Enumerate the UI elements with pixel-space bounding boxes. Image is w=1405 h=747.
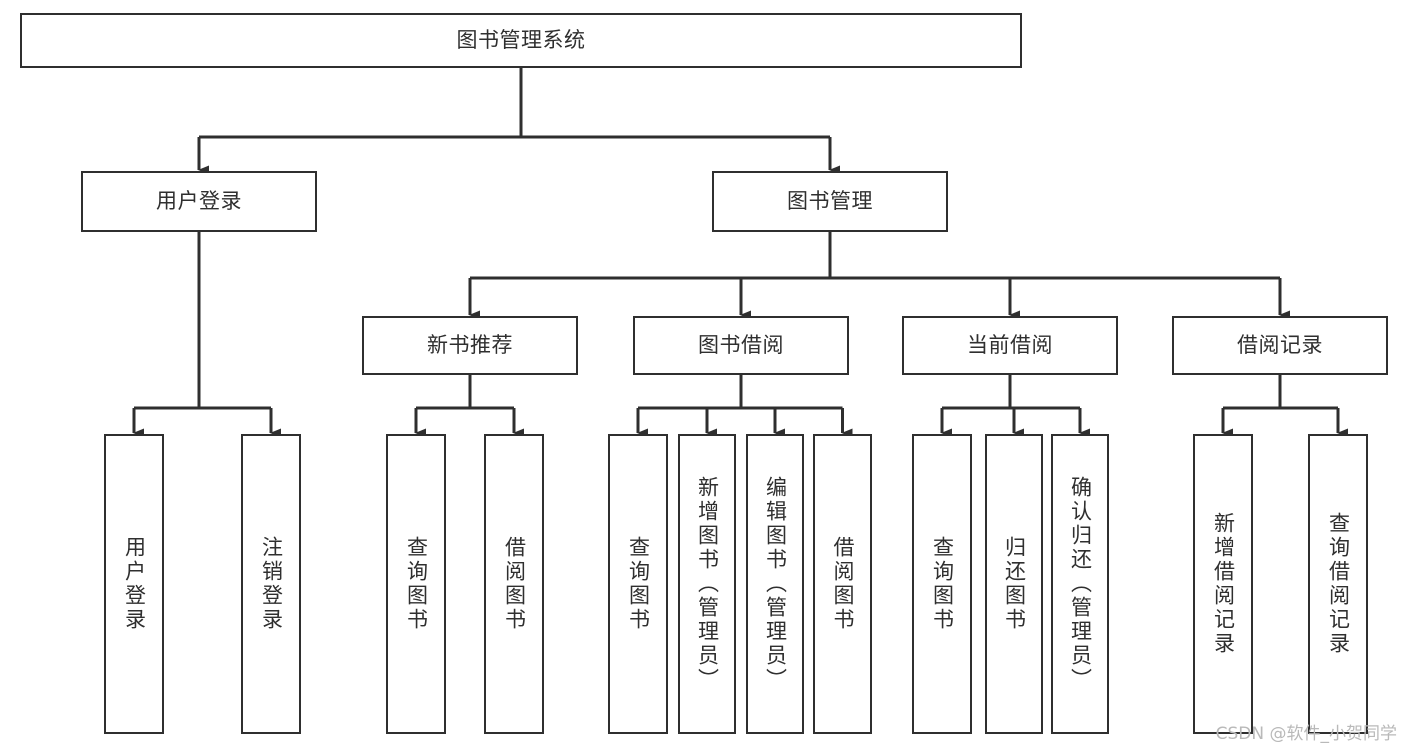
node-label-leaf_0: 用户登录 bbox=[122, 536, 147, 632]
node-leaf_9[interactable]: 归还图书 bbox=[985, 434, 1043, 734]
node-leaf_11[interactable]: 新增借阅记录 bbox=[1193, 434, 1253, 734]
node-leaf_1[interactable]: 注销登录 bbox=[241, 434, 301, 734]
node-label-l3_2: 当前借阅 bbox=[967, 332, 1053, 357]
node-label-leaf_3: 借阅图书 bbox=[502, 536, 527, 632]
node-label-l3_0: 新书推荐 bbox=[427, 332, 513, 357]
node-leaf_6[interactable]: 编辑图书（管理员） bbox=[746, 434, 804, 734]
node-label-leaf_7: 借阅图书 bbox=[831, 536, 855, 632]
node-leaf_7[interactable]: 借阅图书 bbox=[813, 434, 872, 734]
node-root[interactable]: 图书管理系统 bbox=[20, 13, 1022, 68]
node-leaf_10[interactable]: 确认归还（管理员） bbox=[1051, 434, 1109, 734]
node-leaf_4[interactable]: 查询图书 bbox=[608, 434, 668, 734]
node-label-leaf_9: 归还图书 bbox=[1002, 536, 1027, 632]
node-l3_0[interactable]: 新书推荐 bbox=[362, 316, 578, 375]
node-label-l3_1: 图书借阅 bbox=[698, 332, 784, 357]
node-label-leaf_2: 查询图书 bbox=[404, 536, 429, 632]
node-label-l3_3: 借阅记录 bbox=[1237, 332, 1323, 357]
node-leaf_5[interactable]: 新增图书（管理员） bbox=[678, 434, 736, 734]
node-label-leaf_5: 新增图书（管理员） bbox=[695, 476, 720, 692]
node-l2_1[interactable]: 图书管理 bbox=[712, 171, 948, 232]
node-label-leaf_11: 新增借阅记录 bbox=[1211, 512, 1236, 656]
node-label-leaf_8: 查询图书 bbox=[930, 536, 955, 632]
node-l3_2[interactable]: 当前借阅 bbox=[902, 316, 1118, 375]
node-leaf_0[interactable]: 用户登录 bbox=[104, 434, 164, 734]
node-label-leaf_1: 注销登录 bbox=[259, 536, 284, 632]
node-l3_3[interactable]: 借阅记录 bbox=[1172, 316, 1388, 375]
node-leaf_8[interactable]: 查询图书 bbox=[912, 434, 972, 734]
node-label-leaf_10: 确认归还（管理员） bbox=[1068, 476, 1093, 692]
node-label-root: 图书管理系统 bbox=[456, 27, 586, 52]
node-l2_0[interactable]: 用户登录 bbox=[81, 171, 317, 232]
node-leaf_2[interactable]: 查询图书 bbox=[386, 434, 446, 734]
node-leaf_12[interactable]: 查询借阅记录 bbox=[1308, 434, 1368, 734]
node-label-l2_1: 图书管理 bbox=[787, 188, 873, 213]
node-l3_1[interactable]: 图书借阅 bbox=[633, 316, 849, 375]
node-label-l2_0: 用户登录 bbox=[156, 188, 242, 213]
node-label-leaf_6: 编辑图书（管理员） bbox=[763, 476, 788, 692]
node-label-leaf_4: 查询图书 bbox=[626, 536, 651, 632]
node-leaf_3[interactable]: 借阅图书 bbox=[484, 434, 544, 734]
node-label-leaf_12: 查询借阅记录 bbox=[1326, 512, 1351, 656]
